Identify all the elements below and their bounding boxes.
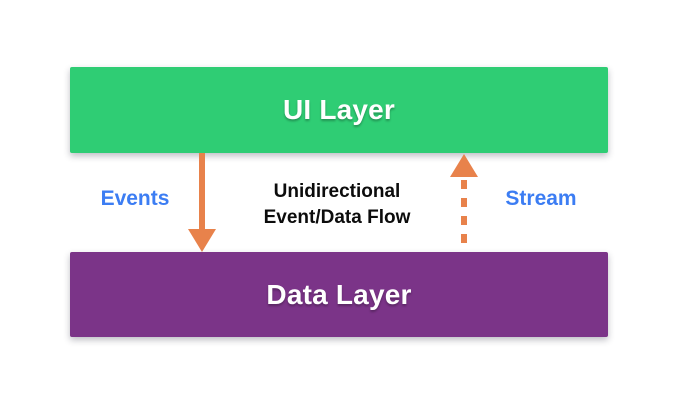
ui-layer-box: UI Layer: [70, 67, 608, 153]
stream-arrow-dashed-line: [461, 180, 467, 252]
events-arrow-line: [199, 153, 205, 230]
data-layer-label: Data Layer: [266, 278, 412, 310]
ui-layer-label: UI Layer: [282, 94, 396, 125]
events-flow-label: Events: [100, 187, 170, 210]
events-arrowhead-down-icon: [188, 229, 216, 252]
data-layer-box: Data Layer: [70, 252, 608, 337]
stream-arrowhead-up-icon: [450, 154, 478, 177]
center-caption: Unidirectional Event/Data Flow: [236, 179, 438, 231]
caption-line-2: Event/Data Flow: [263, 207, 411, 228]
caption-line-1: Unidirectional: [273, 181, 401, 202]
stream-flow-label: Stream: [505, 187, 577, 210]
